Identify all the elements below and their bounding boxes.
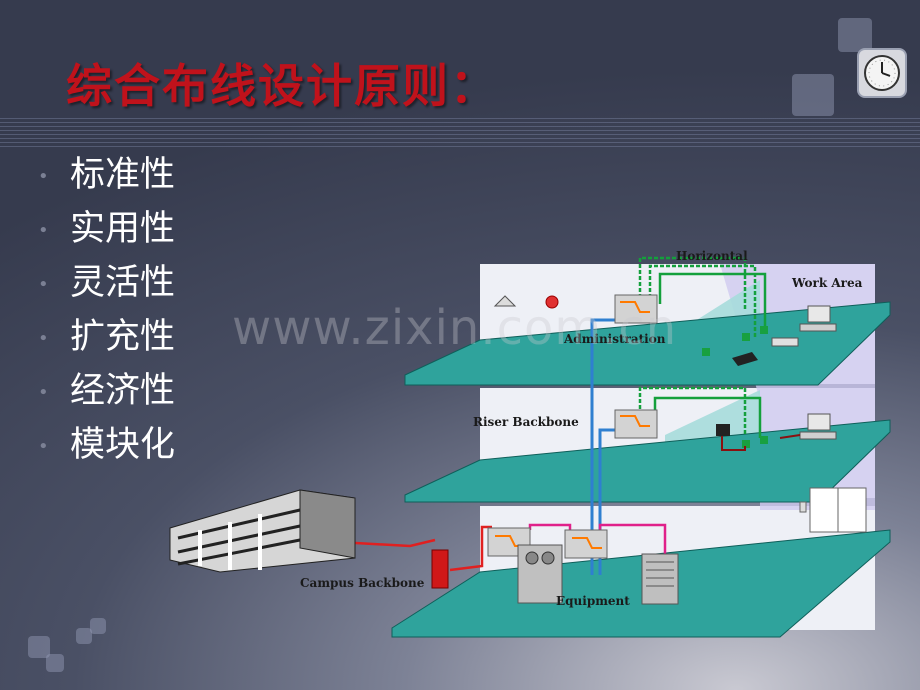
deco-square	[90, 618, 106, 634]
equipment-server-icon	[517, 544, 563, 604]
outlet-icon	[742, 333, 750, 341]
door-icon	[799, 487, 867, 533]
campus-cable	[449, 525, 492, 572]
horizontal-cable	[658, 272, 767, 332]
bullet-dot: •	[38, 219, 49, 241]
computer-icon	[799, 305, 837, 332]
bullet-list: • 标准性 • 实用性 • 灵活性 • 扩充性 • 经济性 • 模块化	[38, 148, 175, 472]
bullet-text: 实用性	[70, 209, 176, 249]
printer-icon	[771, 337, 799, 347]
horizontal-cable	[648, 264, 757, 338]
outlet-icon	[702, 348, 710, 356]
telephone-icon	[732, 352, 758, 366]
deco-square	[792, 74, 834, 116]
bullet-item: • 实用性	[38, 202, 175, 256]
bullet-item: • 灵活性	[38, 256, 175, 310]
bullet-dot: •	[38, 273, 49, 295]
bullet-item: • 扩充性	[38, 310, 175, 364]
bullet-item: • 经济性	[38, 364, 175, 418]
patch-panel-admin	[614, 294, 658, 324]
bullet-dot: •	[38, 165, 49, 187]
deco-square	[46, 654, 64, 672]
horizontal-cable	[653, 396, 762, 438]
floor-slab-1	[391, 529, 891, 638]
deco-square	[838, 18, 872, 52]
label-horizontal: Horizontal	[676, 249, 748, 263]
building-icon	[169, 489, 356, 573]
device-cable	[779, 434, 801, 439]
bullet-text: 灵活性	[70, 263, 176, 303]
bullet-item: • 模块化	[38, 418, 175, 472]
slide-title: 综合布线设计原则：	[66, 59, 498, 113]
device-cable	[721, 436, 746, 451]
watermark: www.zixin.com.cn	[232, 300, 678, 356]
alarm-bell-icon	[545, 295, 559, 309]
bullet-text: 标准性	[70, 155, 176, 195]
deco-square	[76, 628, 92, 644]
patch-panel-equipment	[487, 527, 608, 559]
patch-panel-riser	[614, 409, 658, 439]
label-administration: Administration	[563, 332, 666, 346]
bullet-item: • 标准性	[38, 148, 175, 202]
lamp-icon	[493, 295, 517, 307]
campus-cable	[337, 538, 436, 548]
floor-slab-3	[404, 301, 891, 386]
label-equipment: Equipment	[556, 594, 630, 608]
horizontal-cable	[638, 256, 747, 310]
cabling-diagram: Horizontal Work Area Administration Rise…	[169, 249, 891, 638]
horizontal-cable	[638, 386, 747, 435]
deco-square	[28, 636, 50, 658]
bullet-dot: •	[38, 381, 49, 403]
outlet-icon	[742, 440, 750, 448]
bullet-text: 经济性	[70, 371, 176, 411]
equipment-rack-icon	[641, 553, 679, 605]
outlet-icon	[760, 326, 768, 334]
bullet-dot: •	[38, 327, 49, 349]
bullet-text: 扩充性	[70, 317, 176, 357]
bullet-dot: •	[38, 435, 49, 457]
riser-cable	[590, 318, 620, 575]
floor-slab-2	[404, 419, 891, 503]
clock-icon[interactable]	[857, 48, 907, 98]
header-stripes	[0, 118, 920, 148]
camera-icon	[716, 424, 730, 436]
outlet-icon	[760, 436, 768, 444]
campus-cabinet-icon	[431, 549, 449, 589]
label-work-area: Work Area	[791, 276, 863, 290]
label-campus-backbone: Campus Backbone	[300, 576, 425, 590]
bullet-text: 模块化	[70, 425, 176, 465]
label-riser-backbone: Riser Backbone	[473, 415, 579, 429]
